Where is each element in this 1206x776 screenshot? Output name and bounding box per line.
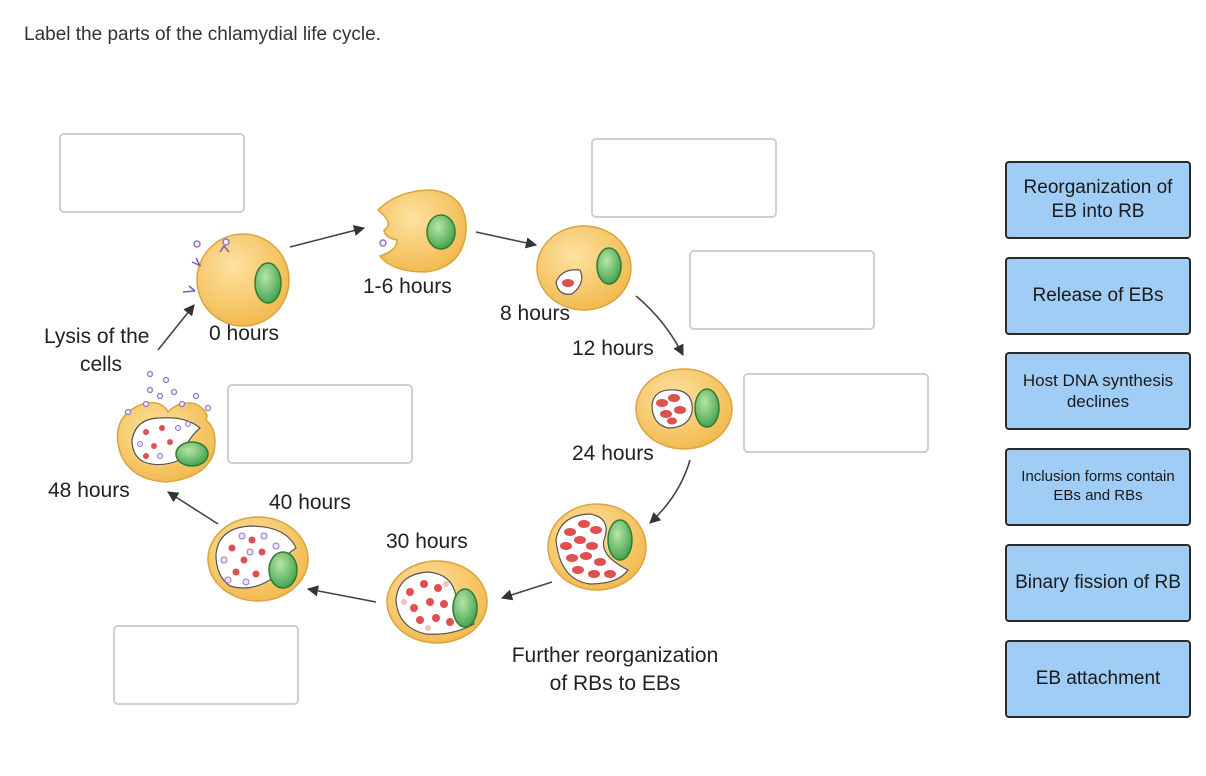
option-label: Binary fission of RB [1015,572,1181,594]
drop-target-5[interactable] [227,384,413,464]
label-lysis-line1: Lysis of the [44,325,150,348]
option-label: Release of EBs [1032,285,1164,307]
cell-1-6-hours [376,189,467,273]
cell-48-hours [116,370,216,483]
option-card-binary-fission[interactable]: Binary fission of RB [1005,544,1191,622]
label-24-hours: 24 hours [572,442,654,465]
cell-30-hours [386,560,488,644]
option-card-release-of-ebs[interactable]: Release of EBs [1005,257,1191,335]
option-label: EB attachment [1035,668,1161,690]
label-8-hours: 8 hours [500,302,571,325]
label-0-hours: 0 hours [209,322,280,345]
label-30-hours: 30 hours [386,530,468,553]
drop-target-2[interactable] [591,138,777,218]
cell-0-hours [182,233,290,327]
cell-40-hours [207,516,309,602]
label-further-line2: of RBs to EBs [549,672,681,695]
label-40-hours: 40 hours [269,491,351,514]
drop-target-6[interactable] [113,625,299,705]
option-card-eb-attachment[interactable]: EB attachment [1005,640,1191,718]
option-card-reorganization-eb-rb[interactable]: Reorganization of EB into RB [1005,161,1191,239]
label-1-6-hours: 1-6 hours [363,275,452,298]
cell-8-hours [536,225,632,311]
label-48-hours: 48 hours [48,479,130,502]
label-further-line1: Further reorganization [511,644,719,667]
instruction-text: Label the parts of the chlamydial life c… [24,24,381,45]
option-label: Reorganization of EB into RB [1023,177,1173,222]
cycle-arrows [157,225,691,603]
drop-target-3[interactable] [689,250,875,330]
option-label: Host DNA synthesis declines [1022,370,1174,411]
label-12-hours: 12 hours [572,337,654,360]
option-label: Inclusion forms contain EBs and RBs [1021,468,1175,504]
option-card-inclusion-forms[interactable]: Inclusion forms contain EBs and RBs [1005,448,1191,526]
label-lysis-line2: cells [80,353,123,376]
cell-12-hours [635,368,733,450]
drop-target-1[interactable] [59,133,245,213]
option-card-host-dna-synthesis[interactable]: Host DNA synthesis declines [1005,352,1191,430]
cell-24-hours [547,503,647,591]
drop-target-4[interactable] [743,373,929,453]
